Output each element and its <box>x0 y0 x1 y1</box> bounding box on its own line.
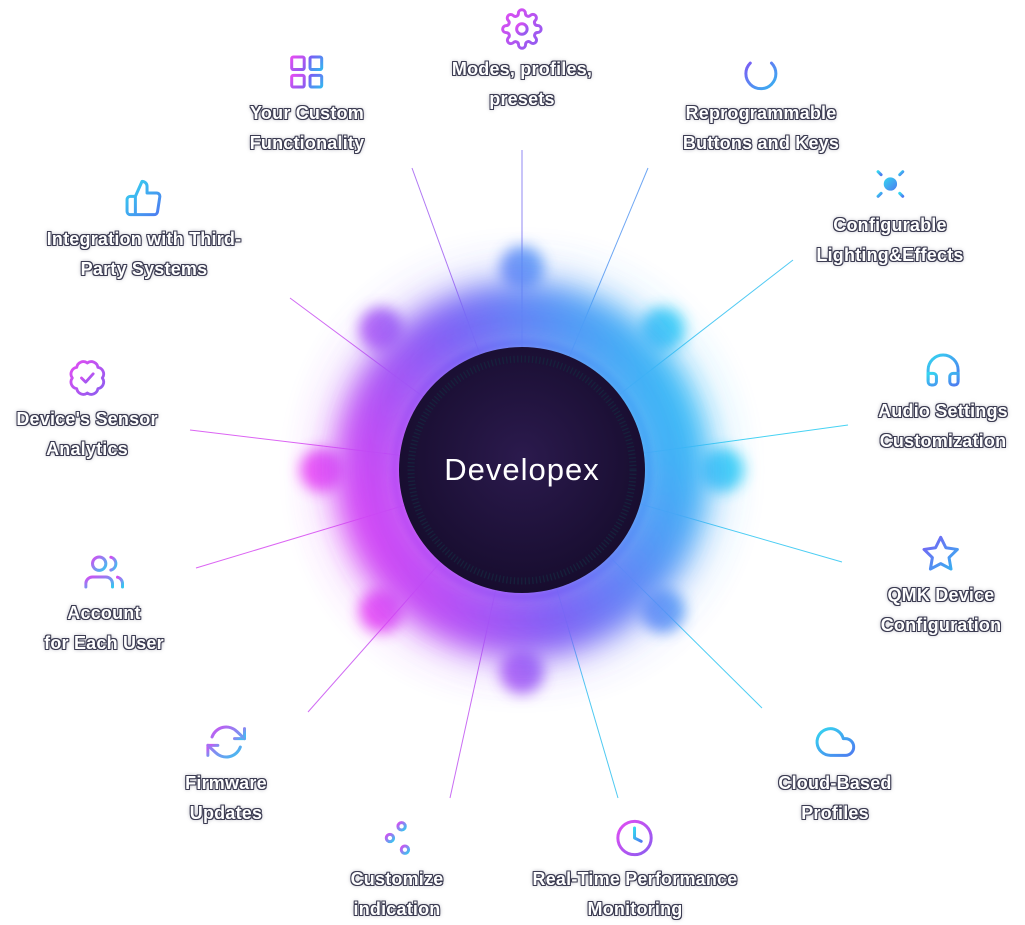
badge-check-icon <box>67 358 107 400</box>
feature-label-line: presets <box>489 89 555 109</box>
feature-modes-profiles-presets: Modes, profiles, presets <box>452 8 592 114</box>
feature-label-line: Party Systems <box>80 259 208 279</box>
feature-label-line: Buttons and Keys <box>682 133 840 153</box>
feature-label-line: Configurable <box>833 215 947 235</box>
gear-icon <box>501 8 543 50</box>
feature-label-line: Monitoring <box>587 899 683 919</box>
hub-bump <box>500 650 544 694</box>
feature-account-for-each-user: Account for Each User <box>44 552 164 658</box>
feature-label-line: Modes, profiles, <box>451 59 593 79</box>
hub-bumps <box>300 246 744 694</box>
feature-third-party-integration: Integration with Third- Party Systems <box>47 178 242 284</box>
hub-bump <box>500 246 544 290</box>
feature-label-line: for Each User <box>44 633 164 653</box>
hub-bump <box>359 307 403 351</box>
star-icon <box>921 534 961 576</box>
feature-label-line: Lighting&Effects <box>816 245 964 265</box>
feature-label-line: Functionality <box>249 133 365 153</box>
feature-label-line: QMK Device <box>887 585 995 605</box>
feature-configurable-lighting: Configurable Lighting&Effects <box>816 164 963 270</box>
feature-label-line: Updates <box>189 803 263 823</box>
feature-label-line: Integration with Third- <box>46 229 242 249</box>
hub-ring-glow <box>352 300 692 640</box>
feature-reprogrammable-buttons-keys: Reprogrammable Buttons and Keys <box>683 52 839 158</box>
feature-customize-indication: Customize indication <box>351 818 444 924</box>
feature-label-line: Reprogrammable <box>685 103 837 123</box>
feature-qmk-device-configuration: QMK Device Configuration <box>881 534 1002 640</box>
blocks-icon <box>287 52 327 94</box>
feature-realtime-monitoring: Real-Time Performance Monitoring <box>533 818 738 924</box>
hub-bump <box>359 589 403 633</box>
feature-label-line: Device's Sensor <box>16 409 158 429</box>
sun-icon <box>870 164 910 206</box>
feature-label-line: Cloud-Based <box>778 773 892 793</box>
feature-label-line: indication <box>353 899 441 919</box>
feature-label-line: Profiles <box>801 803 869 823</box>
hub-label: Developex <box>444 452 600 487</box>
feature-label-line: Firmware <box>185 773 267 793</box>
sliders-icon <box>377 818 417 860</box>
feature-label-line: Customization <box>879 431 1007 451</box>
feature-firmware-updates: Firmware Updates <box>185 722 267 828</box>
clock-icon <box>615 818 655 860</box>
hub-bump <box>641 307 685 351</box>
feature-cloud-based-profiles: Cloud-Based Profiles <box>778 722 891 828</box>
feature-your-custom-functionality: Your Custom Functionality <box>250 52 365 158</box>
hub-rim <box>390 338 654 602</box>
hub-core <box>399 347 645 593</box>
feature-label-line: Analytics <box>46 439 128 459</box>
hub-bump <box>300 448 344 492</box>
feature-label-line: Customize <box>350 869 444 889</box>
thumbs-up-icon <box>124 178 164 220</box>
hub-tick-ring <box>407 355 637 585</box>
feature-label-line: Real-Time Performance <box>532 869 738 889</box>
feature-device-sensor-analytics: Device's Sensor Analytics <box>16 358 157 464</box>
cloud-icon <box>815 722 855 764</box>
headphones-icon <box>923 350 963 392</box>
hub-bump <box>700 448 744 492</box>
power-icon <box>741 52 781 94</box>
refresh-icon <box>206 722 246 764</box>
feature-label-line: Account <box>67 603 141 623</box>
feature-label-line: Your Custom <box>250 103 364 123</box>
hub-bump <box>641 589 685 633</box>
feature-label-line: Audio Settings <box>878 401 1008 421</box>
feature-label-line: Configuration <box>880 615 1002 635</box>
feature-audio-settings: Audio Settings Customization <box>878 350 1008 456</box>
users-icon <box>84 552 124 594</box>
